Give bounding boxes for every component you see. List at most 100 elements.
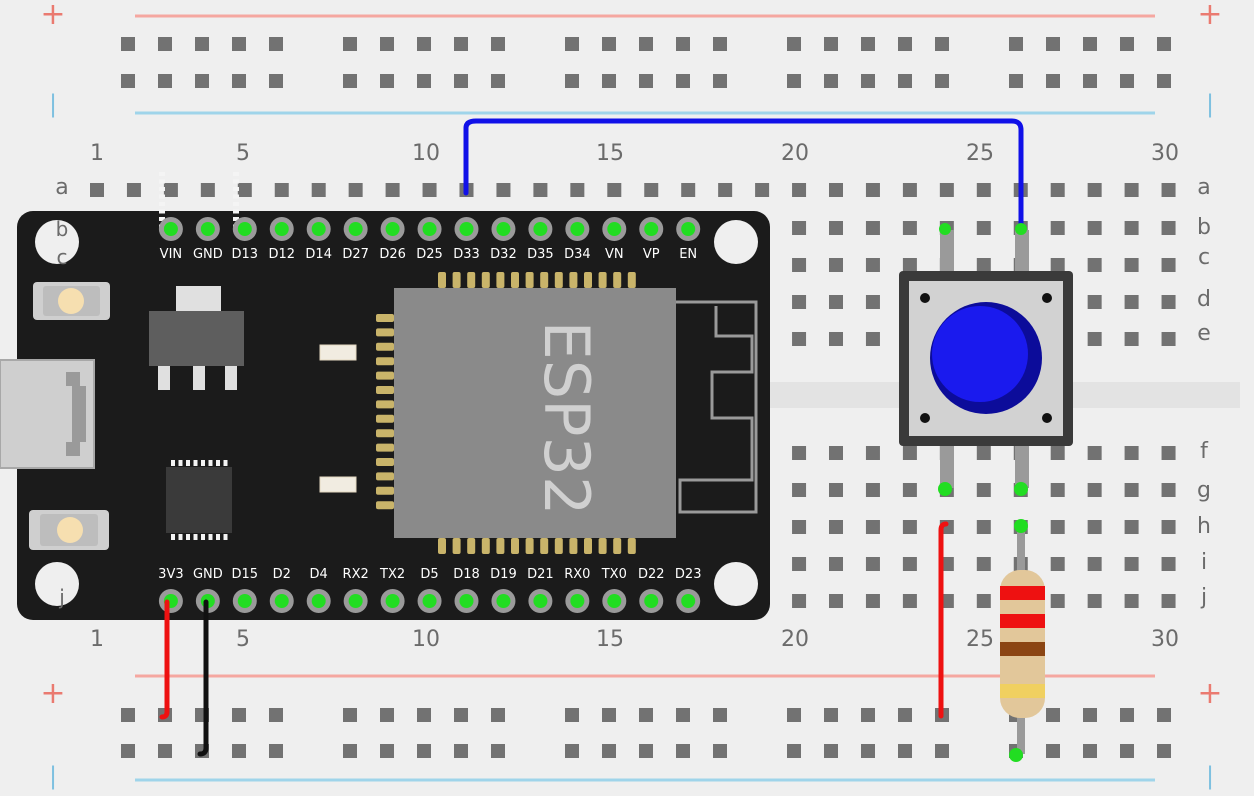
breadboard-hole	[1050, 258, 1065, 272]
bottom-left-minus-symbol: |	[49, 762, 57, 790]
module-pad	[598, 272, 607, 288]
breadboard-hole	[644, 183, 659, 197]
pin-label-d18: D18	[453, 567, 480, 582]
pin-highlight	[570, 222, 585, 236]
breadboard-hole	[865, 594, 880, 608]
rail-hole	[380, 708, 394, 722]
chip-pin	[186, 460, 190, 466]
breadboard-hole	[902, 258, 917, 272]
resistor-lead	[1017, 706, 1025, 754]
rail-hole	[1009, 37, 1023, 51]
rail-hole	[1083, 708, 1097, 722]
chip-pin	[223, 460, 228, 466]
resistor	[1000, 519, 1045, 762]
row-letter: j	[1200, 585, 1207, 610]
breadboard-hole	[902, 520, 917, 534]
pushbutton[interactable]	[899, 223, 1073, 496]
breadboard-hole	[1124, 183, 1139, 197]
usb-uart-chip	[159, 172, 239, 540]
column-number: 5	[236, 627, 250, 652]
row-letter: c	[57, 245, 68, 269]
breadboard-hole	[792, 446, 807, 460]
pin-highlight	[1015, 223, 1027, 235]
rail-hole	[935, 37, 949, 51]
chip-pin	[233, 187, 239, 191]
breadboard-hole	[829, 332, 843, 346]
pin-highlight	[422, 222, 437, 236]
breadboard-hole	[902, 557, 917, 571]
rail-hole	[454, 708, 468, 722]
rail-hole	[491, 744, 505, 758]
pin-highlight	[1014, 519, 1028, 533]
pin-highlight	[607, 594, 622, 608]
row-letter: e	[1197, 321, 1211, 346]
pin-highlight	[311, 594, 326, 608]
module-pad	[525, 538, 534, 554]
module-pad	[511, 538, 519, 554]
breadboard-hole	[1087, 557, 1102, 571]
rail-hole	[269, 708, 283, 722]
pin-label-en: EN	[679, 247, 697, 262]
breadboard-hole	[1161, 295, 1176, 309]
rail-hole	[602, 37, 616, 51]
column-number: 15	[596, 627, 624, 652]
pin-label-d2: D2	[273, 567, 291, 582]
rail-hole	[1120, 744, 1134, 758]
module-pad	[613, 272, 622, 288]
resistor-band-3	[1000, 642, 1045, 656]
pushbutton-cap[interactable]	[932, 306, 1028, 402]
pin-highlight	[681, 594, 696, 608]
module-pad	[376, 328, 394, 337]
column-number: 30	[1151, 627, 1179, 652]
module-pad	[481, 272, 490, 288]
rail-hole	[898, 37, 912, 51]
chip-pin	[159, 194, 165, 199]
row-letter: a	[55, 175, 68, 200]
rail-hole	[491, 708, 505, 722]
rail-hole	[1046, 708, 1060, 722]
rail-hole	[1046, 744, 1060, 758]
breadboard-hole	[1087, 258, 1102, 272]
breadboard-hole	[1124, 483, 1139, 497]
rail-hole	[1083, 74, 1097, 88]
rail-hole	[269, 37, 283, 51]
row-letters-right: a b c d e f g h i j	[1197, 175, 1211, 610]
rail-hole	[565, 708, 579, 722]
breadboard-hole	[1050, 520, 1065, 534]
breadboard-hole	[496, 183, 511, 197]
rail-hole	[121, 37, 135, 51]
en-button[interactable]	[33, 282, 110, 320]
chip-pin	[208, 460, 213, 466]
breadboard-hole	[1050, 221, 1065, 235]
usb-connector-detail	[66, 372, 86, 456]
pin-label-gnd: GND	[193, 247, 223, 262]
breadboard-hole	[865, 221, 880, 235]
breadboard-hole	[1161, 221, 1176, 235]
rail-hole	[1120, 708, 1134, 722]
breadboard-hole	[1124, 557, 1139, 571]
rail-hole	[676, 37, 690, 51]
rail-hole	[565, 74, 579, 88]
breadboard-hole	[902, 183, 917, 197]
pin-label-d12: D12	[268, 247, 295, 262]
rail-hole	[898, 74, 912, 88]
breadboard-hole	[792, 221, 807, 235]
rail-hole	[380, 74, 394, 88]
rail-hole	[639, 708, 653, 722]
breadboard-hole	[1124, 295, 1139, 309]
breadboard-hole	[1124, 258, 1139, 272]
pcb-antenna-trace	[676, 300, 758, 514]
rail-hole	[454, 744, 468, 758]
breadboard-hole	[755, 183, 770, 197]
breadboard-hole	[865, 483, 880, 497]
rail-hole	[824, 74, 838, 88]
breadboard-hole	[829, 446, 843, 460]
black-wire-gnd	[197, 599, 209, 757]
boot-button[interactable]	[29, 510, 109, 550]
rail-hole	[676, 744, 690, 758]
rail-hole	[787, 708, 801, 722]
module-pad	[376, 458, 394, 466]
breadboard-hole	[1050, 557, 1065, 571]
breadboard-hole	[792, 183, 807, 197]
module-pad	[569, 272, 578, 288]
